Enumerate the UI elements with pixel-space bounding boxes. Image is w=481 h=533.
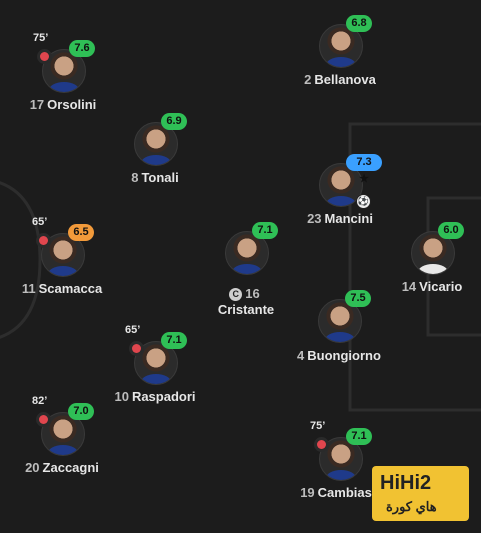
sub-icon (36, 412, 51, 427)
rating-badge: 6.8 (346, 15, 372, 32)
watermark-logo: HiHi2 هاي كورة (372, 466, 469, 521)
goal-ball-icon: ⚽ (356, 194, 371, 209)
rating-badge: 6.5 (68, 224, 94, 241)
sub-time: 75’ (310, 420, 326, 432)
sub-icon (129, 341, 144, 356)
sub-icon (314, 437, 329, 452)
rating-badge: 7.5 (345, 290, 371, 307)
rating-badge: 6.9 (161, 113, 187, 130)
rating-badge: 7.3 ★ (346, 154, 382, 185)
rating-badge: 7.1 (252, 222, 278, 239)
rating-badge: 7.6 (69, 40, 95, 57)
sub-time: 82’ (32, 395, 48, 407)
rating-badge: 7.1 (346, 428, 372, 445)
sub-icon (36, 233, 51, 248)
sub-time: 75’ (33, 32, 49, 44)
rating-badge: 6.0 (438, 222, 464, 239)
watermark-subtext: هاي كورة (386, 499, 437, 514)
sub-time: 65’ (32, 216, 48, 228)
rating-badge: 7.0 (68, 403, 94, 420)
sub-time: 65’ (125, 324, 141, 336)
watermark-text: HiHi2 (380, 472, 432, 494)
rating-badge: 7.1 (161, 332, 187, 349)
star-icon: ★ (359, 173, 369, 185)
sub-icon (37, 49, 52, 64)
player-photo (41, 233, 85, 277)
captain-icon: C (229, 288, 243, 301)
